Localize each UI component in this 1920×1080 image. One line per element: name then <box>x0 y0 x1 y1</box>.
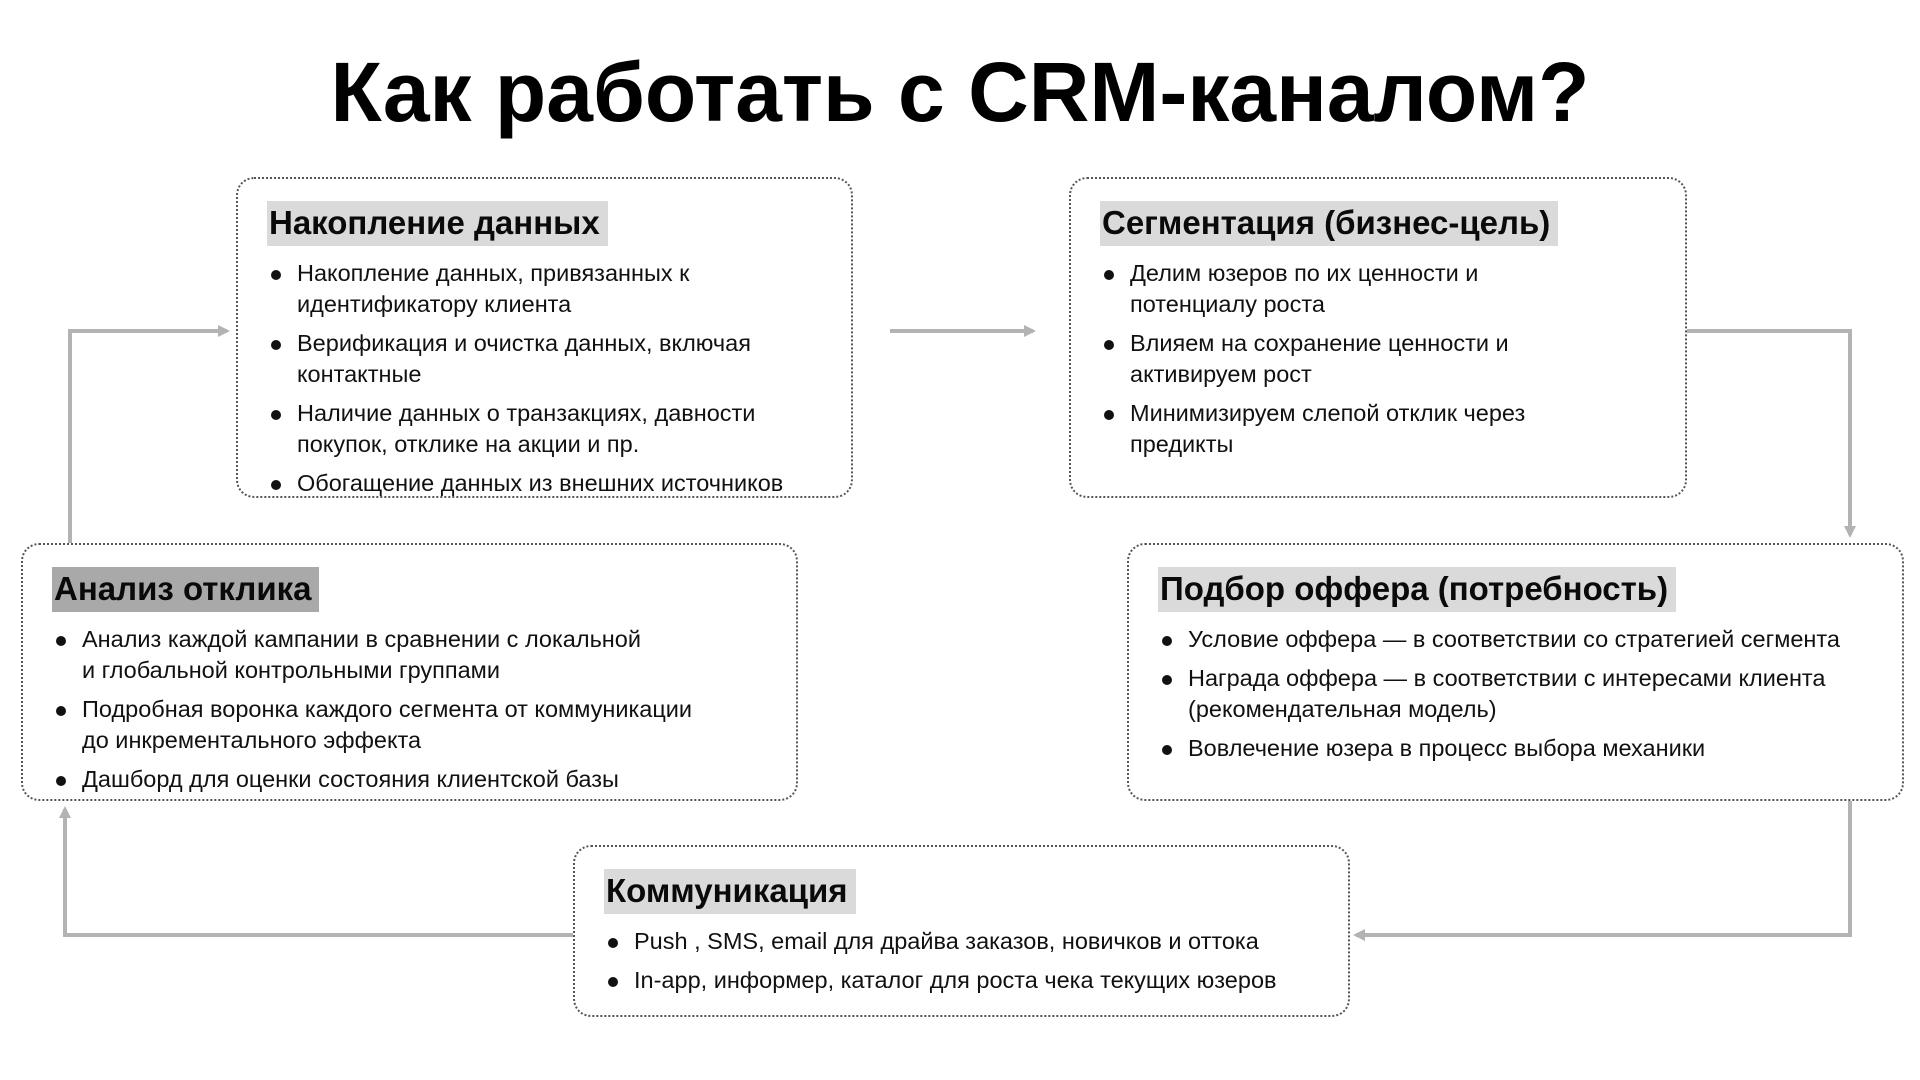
list-item: Награда оффера — в соответствии с интере… <box>1160 663 1902 725</box>
arrow-communicate-to-response <box>59 806 573 937</box>
box-offer-selection: Подбор оффера (потребность) Условие оффе… <box>1127 543 1904 801</box>
list-item: Подробная воронка каждого сегмента от ко… <box>54 694 796 756</box>
box-title: Накопление данных <box>267 201 608 246</box>
bullet-list: Анализ каждой кампании в сравнении с лок… <box>54 624 796 795</box>
list-item: Условие оффера — в соответствии со страт… <box>1160 624 1902 655</box>
list-item: Вовлечение юзера в процесс выбора механи… <box>1160 733 1902 764</box>
list-item: Обогащение данных из внешних источников <box>269 468 851 496</box>
box-data-accumulation: Накопление данных Накопление данных, при… <box>236 177 853 498</box>
box-title: Подбор оффера (потребность) <box>1158 567 1677 612</box>
list-item: In-app, информер, каталог для роста чека… <box>606 965 1348 996</box>
arrow-segment-to-offer <box>1687 329 1856 538</box>
arrow-offer-to-communicate <box>1353 801 1852 941</box>
box-title: Сегментация (бизнес-цель) <box>1100 201 1559 246</box>
list-item: Анализ каждой кампании в сравнении с лок… <box>54 624 796 686</box>
box-segmentation: Сегментация (бизнес-цель) Делим юзеров п… <box>1069 177 1687 498</box>
list-item: Дашборд для оценки состояния клиентской … <box>54 764 796 795</box>
bullet-list: Условие оффера — в соответствии со страт… <box>1160 624 1902 764</box>
page-title: Как работать с CRM-каналом? <box>330 45 1590 139</box>
list-item: Push , SMS, email для драйва заказов, но… <box>606 926 1348 957</box>
bullet-list: Push , SMS, email для драйва заказов, но… <box>606 926 1348 996</box>
box-title: Коммуникация <box>604 869 856 914</box>
box-response-analysis: Анализ отклика Анализ каждой кампании в … <box>21 543 798 801</box>
box-title: Анализ отклика <box>52 567 320 612</box>
box-communication: Коммуникация Push , SMS, email для драйв… <box>573 845 1350 1017</box>
arrow-response-to-data <box>68 325 230 543</box>
